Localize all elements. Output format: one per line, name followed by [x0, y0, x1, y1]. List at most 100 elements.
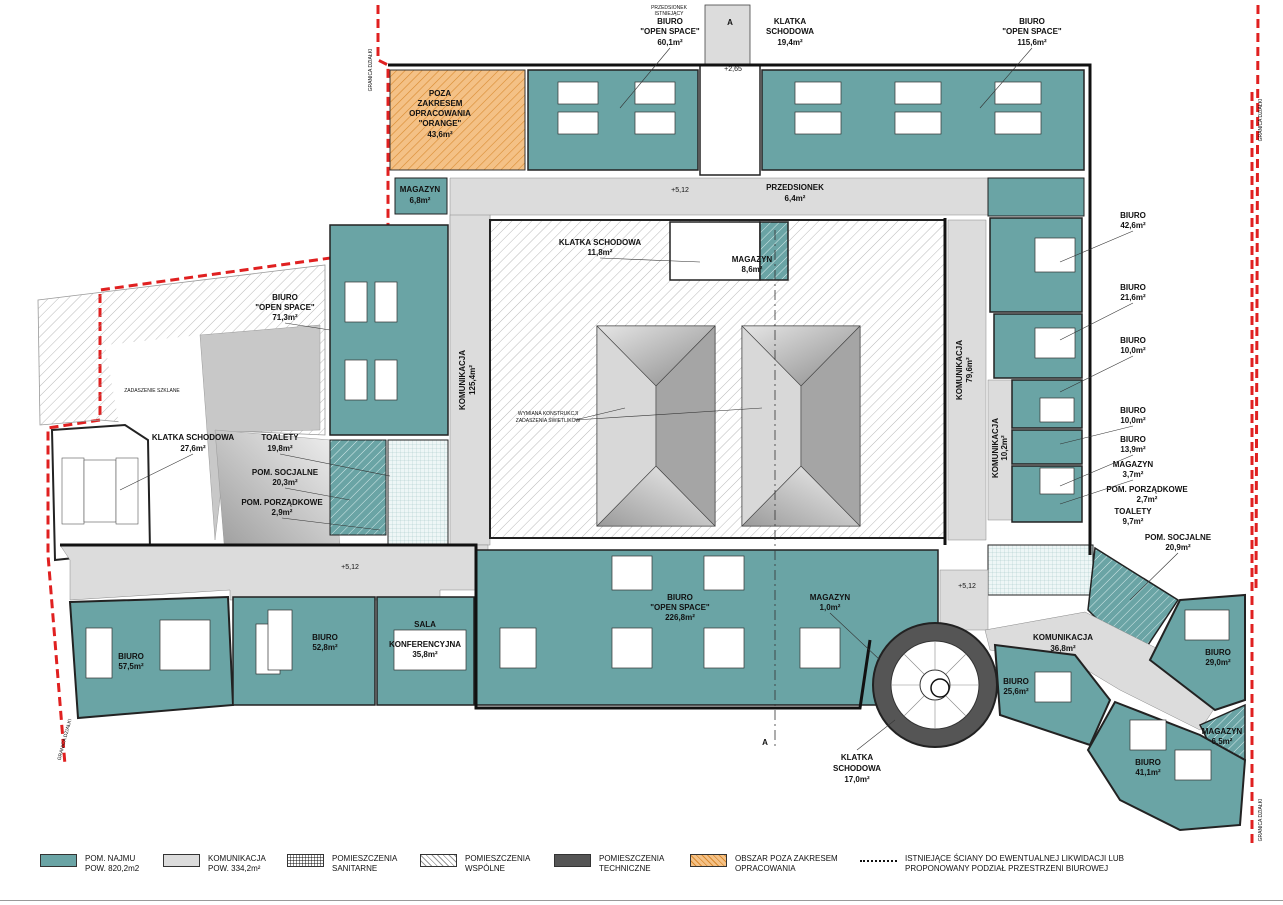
svg-text:POM. PORZĄDKOWE: POM. PORZĄDKOWE — [241, 498, 323, 507]
legend-text-sanitary: POMIESZCZENIA SANITARNE — [332, 854, 398, 873]
label-biuro-60: BIURO"OPEN SPACE" 60,1m² — [640, 17, 700, 47]
svg-text:226,8m²: 226,8m² — [665, 613, 695, 622]
svg-text:ZADASZENIE SZKLANE: ZADASZENIE SZKLANE — [124, 388, 180, 394]
building-walls — [60, 63, 1092, 710]
svg-text:11,8m²: 11,8m² — [588, 248, 613, 257]
svg-text:52,8m²: 52,8m² — [312, 643, 338, 652]
svg-text:10,0m²: 10,0m² — [1120, 416, 1146, 425]
svg-text:13,9m²: 13,9m² — [1120, 445, 1146, 454]
svg-text:TOALETY: TOALETY — [261, 433, 299, 442]
svg-text:PRZEDSIONEK: PRZEDSIONEK — [651, 5, 688, 11]
svg-text:BIURO: BIURO — [667, 593, 693, 602]
svg-text:"ORANGE": "ORANGE" — [419, 119, 462, 128]
svg-text:10,0m²: 10,0m² — [1120, 346, 1146, 355]
leader-lines — [119, 47, 1179, 751]
room-magazyn-37-top — [987, 177, 1085, 217]
svg-text:21,6m²: 21,6m² — [1120, 293, 1146, 302]
room-pom-socjalne-203 — [329, 439, 387, 536]
section-mark-top: A — [727, 18, 733, 27]
svg-text:43,6m²: 43,6m² — [427, 130, 453, 139]
svg-text:"OPEN SPACE": "OPEN SPACE" — [640, 27, 700, 36]
svg-text:BIURO: BIURO — [1205, 648, 1231, 657]
room-toilets-right — [987, 544, 1094, 596]
svg-text:3,7m²: 3,7m² — [1123, 470, 1144, 479]
svg-text:BIURO: BIURO — [1120, 406, 1146, 415]
svg-text:36,8m²: 36,8m² — [1050, 644, 1076, 653]
svg-text:25,6m²: 25,6m² — [1003, 687, 1029, 696]
room-toalety-198 — [387, 439, 449, 546]
svg-text:10,2m²: 10,2m² — [1000, 435, 1009, 461]
legend: POM. NAJMU POW. 820,2m2 KOMUNIKACJA POW.… — [0, 848, 1283, 888]
svg-text:9,7m²: 9,7m² — [1123, 517, 1144, 526]
skylight-left — [596, 325, 716, 527]
svg-text:42,6m²: 42,6m² — [1120, 221, 1146, 230]
svg-text:PRZEDSIONEK: PRZEDSIONEK — [766, 183, 824, 192]
svg-text:MAGAZYN: MAGAZYN — [732, 255, 773, 264]
section-mark-bottom: A — [762, 738, 768, 747]
svg-text:6,4m²: 6,4m² — [785, 194, 806, 203]
corridor-bottom — [59, 544, 489, 601]
svg-text:OPRACOWANIA: OPRACOWANIA — [409, 109, 471, 118]
svg-text:BIURO: BIURO — [657, 17, 683, 26]
svg-text:27,6m²: 27,6m² — [180, 444, 206, 453]
svg-text:6,8m²: 6,8m² — [410, 196, 431, 205]
svg-text:BIURO: BIURO — [312, 633, 338, 642]
svg-text:ZADASZENIA ŚWIETLIKOW: ZADASZENIA ŚWIETLIKOW — [516, 416, 581, 424]
corridor-komunikacja-79 — [947, 219, 987, 541]
svg-text:BIURO: BIURO — [1120, 211, 1146, 220]
corridor-komunikacja-10 — [987, 379, 1013, 521]
svg-text:MAGAZYN: MAGAZYN — [1202, 727, 1243, 736]
stairs-left-steps — [61, 457, 139, 525]
svg-text:"OPEN SPACE": "OPEN SPACE" — [650, 603, 710, 612]
corridor-komunikacja-125 — [449, 214, 491, 546]
svg-text:60,1m²: 60,1m² — [657, 38, 683, 47]
svg-text:125,4m²: 125,4m² — [468, 365, 477, 395]
svg-text:SCHODOWA: SCHODOWA — [833, 764, 881, 773]
legend-item-sanitary: POMIESZCZENIA SANITARNE — [287, 854, 397, 874]
legend-text-dashed: ISTNIEJĄCE ŚCIANY DO EWENTUALNEJ LIKWIDA… — [905, 854, 1125, 873]
svg-text:17,0m²: 17,0m² — [844, 775, 870, 784]
svg-text:KLATKA SCHODOWA: KLATKA SCHODOWA — [152, 433, 234, 442]
legend-text-rent: POM. NAJMU POW. 820,2m2 — [85, 854, 140, 873]
svg-text:+5,12: +5,12 — [671, 187, 689, 194]
svg-text:35,8m²: 35,8m² — [412, 650, 438, 659]
svg-text:6,5m²: 6,5m² — [1212, 737, 1233, 746]
svg-text:KLATKA: KLATKA — [841, 753, 874, 762]
legend-swatch-common — [420, 854, 457, 867]
label-biuro-226: BIURO"OPEN SPACE"226,8m² — [650, 593, 710, 622]
bottom-rule — [0, 900, 1283, 901]
svg-text:MAGAZYN: MAGAZYN — [400, 185, 441, 194]
legend-swatch-rent — [40, 854, 77, 867]
svg-text:MAGAZYN: MAGAZYN — [1113, 460, 1154, 469]
room-stairs-118 — [669, 221, 761, 281]
round-stair — [872, 622, 998, 748]
svg-text:+5,12: +5,12 — [341, 564, 359, 571]
svg-text:BIURO: BIURO — [1135, 758, 1161, 767]
svg-text:+5,12: +5,12 — [958, 583, 976, 590]
svg-text:71,3m²: 71,3m² — [272, 313, 298, 322]
svg-text:ISTNIEJĄCY: ISTNIEJĄCY — [655, 11, 685, 17]
svg-text:BIURO: BIURO — [1120, 435, 1146, 444]
entrance-top — [704, 4, 751, 66]
svg-text:POM. PORZĄDKOWE: POM. PORZĄDKOWE — [1106, 485, 1188, 494]
legend-swatch-sanitary — [287, 854, 324, 867]
room-biuro-10b — [1011, 429, 1083, 465]
svg-text:SCHODOWA: SCHODOWA — [766, 27, 814, 36]
desk-groups — [85, 81, 1230, 781]
svg-text:GRANICA DZIAŁKI: GRANICA DZIAŁKI — [1258, 99, 1264, 142]
label-zadaszenie: ZADASZENIE SZKLANE — [124, 388, 180, 394]
